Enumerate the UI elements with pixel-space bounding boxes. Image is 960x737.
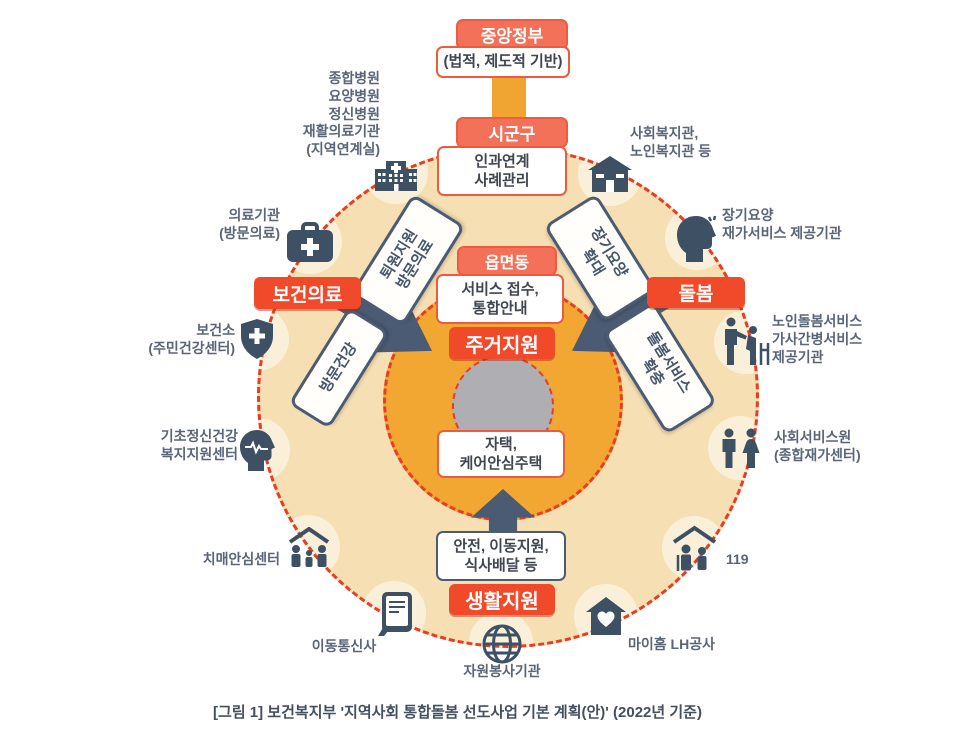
myhome-lh-label: 마이홈 LH공사 (628, 636, 715, 652)
hospitals-label: 종합병원 요양병원 정신병원 재활의료기관 (지역연계실) (302, 70, 380, 158)
health-shield-icon (240, 319, 274, 359)
legal-basis-box: (법적, 제도적 기반) (436, 46, 570, 78)
emergency-icon (672, 525, 717, 571)
public-health-label: 보건소 (주민건강센터) (148, 322, 235, 356)
medical-bag-icon (286, 221, 334, 263)
volunteer-icon (482, 624, 522, 664)
housing-support-box: 주거지원 (449, 327, 555, 359)
welfare-center-label: 사회복지관, 노인복지관 등 (630, 125, 712, 159)
medical-institution-label: 의료기관 (방문의료) (219, 207, 280, 241)
service-intake-box: 서비스 접수, 통합안내 (436, 274, 564, 324)
myhome-icon (586, 597, 626, 635)
living-services-box: 안전, 이동지원, 식사배달 등 (436, 531, 566, 581)
mental-health-icon (239, 429, 279, 471)
volunteer-agency-label: 자원봉사기관 (463, 663, 541, 679)
welfare-center-icon (586, 156, 634, 192)
central-government-box: 중앙정부 (456, 19, 568, 50)
care-box: 돌봄 (647, 277, 745, 308)
mobile-carrier-icon (376, 592, 416, 636)
case-management-box: 인과연계 사례관리 (437, 146, 567, 196)
hospital-icon (373, 153, 419, 191)
longterm-provider-label: 장기요양 재가서비스 제공기관 (722, 207, 842, 241)
mobile-carrier-label: 이동통신사 (311, 638, 377, 654)
dementia-center-label: 치매안심센터 (202, 551, 280, 567)
elder-care-provider-label: 노인돌봄서비스 가사간병서비스 제공기관 (772, 313, 863, 365)
health-medical-box: 보건의료 (254, 277, 361, 309)
elder-care-icon (720, 317, 770, 367)
social-service-agency-label: 사회서비스원 (종합재가센터) (774, 429, 861, 463)
dementia-center-icon (288, 527, 330, 567)
eupmyeondong-box: 읍면동 (457, 246, 557, 276)
emergency-119-label: 119 (726, 551, 749, 567)
figure-caption: [그림 1] 보건복지부 '지역사회 통합돌봄 선도사업 기본 계획(안)' (… (213, 704, 702, 721)
longterm-care-icon (676, 214, 718, 262)
social-service-icon (718, 428, 762, 468)
sigungu-box: 시군구 (456, 117, 568, 148)
living-support-box: 생활지원 (449, 584, 555, 615)
home-care-housing-box: 자택, 케어안심주택 (437, 430, 565, 478)
mental-health-center-label: 기초정신건강 복지지원센터 (160, 428, 238, 462)
